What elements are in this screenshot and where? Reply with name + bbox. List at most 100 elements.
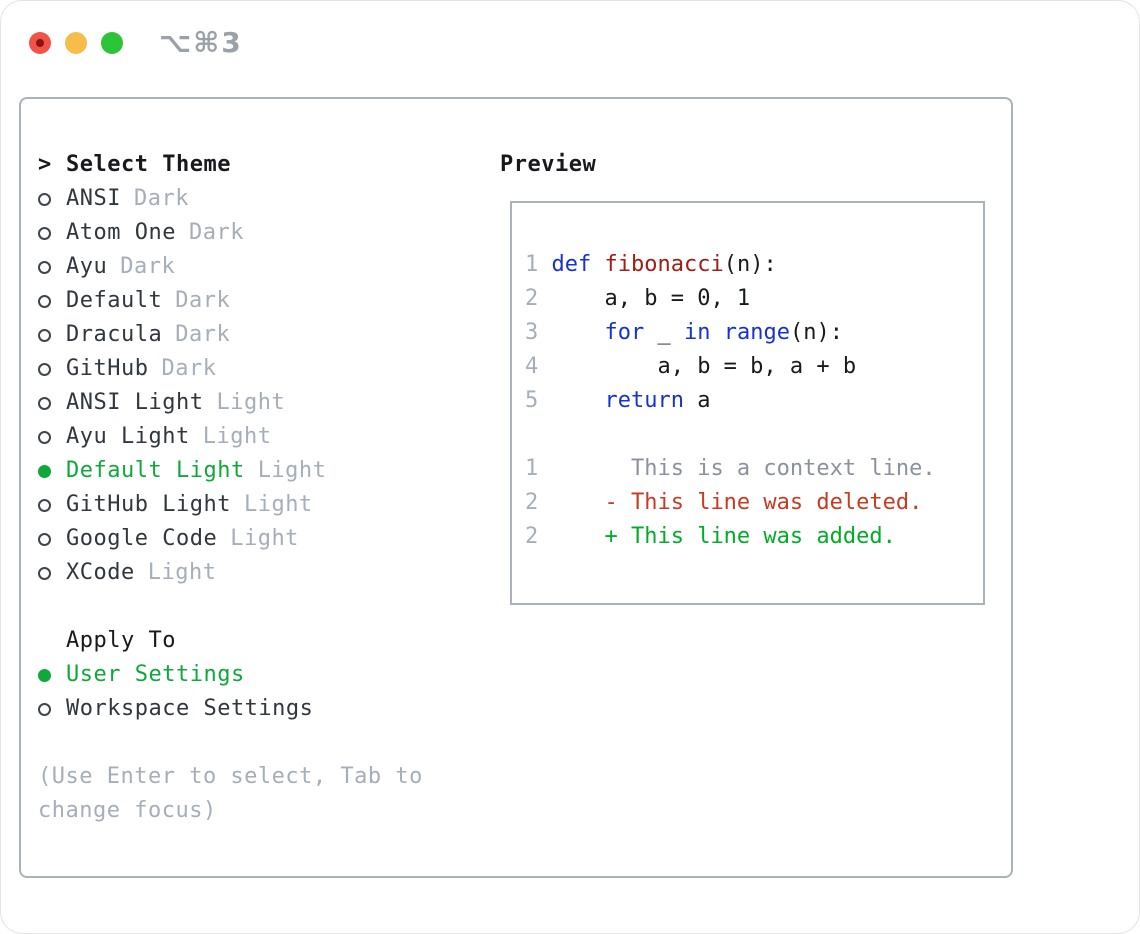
radio-icon [38,192,51,206]
marker [38,260,66,274]
line-number: 4 [525,354,552,379]
code-line: 2 + This line was added. [525,520,973,554]
marker [38,362,66,376]
prompt-icon: > [38,152,52,177]
theme-option-google-code[interactable]: Google Code Light [38,522,478,556]
zoom-button[interactable] [101,31,123,54]
code-span-del: - This line was deleted. [551,490,923,515]
code-span-kw: in [683,320,711,345]
marker [38,702,66,716]
radio-icon [38,532,51,546]
code-span-code [552,320,605,345]
theme-list-title: Select Theme [66,152,231,177]
option-tag: Dark [175,288,231,313]
radio-icon [38,498,51,512]
theme-option-github-light[interactable]: GitHub Light Light [38,488,478,522]
marker [38,668,66,682]
code-line: 2 - This line was deleted. [525,486,973,520]
line-number: 2 [525,524,552,549]
option-tag: Dark [133,186,189,211]
marker [38,226,66,240]
line-number: 3 [525,320,552,345]
option-tag: Dark [188,220,244,245]
code-span-fn: fibonacci [604,252,724,277]
apply-option-workspace-settings[interactable]: Workspace Settings [38,692,478,726]
radio-icon [38,226,51,240]
option-label: Atom One [66,220,176,245]
option-tag: Dark [120,254,176,279]
code-line: 1 def fibonacci(n): [525,248,973,282]
theme-option-dracula[interactable]: Dracula Dark [38,318,478,352]
code-span-kw: range [723,320,790,345]
marker [38,498,66,512]
code-span-ctx: This is a context line. [551,456,936,481]
code-line: 1 This is a context line. [525,452,973,486]
code-span-code: _ [644,320,684,345]
apply-to-title: Apply To [66,628,176,653]
code-span-code [710,320,723,345]
theme-option-default[interactable]: Default Dark [38,284,478,318]
option-label: Dracula [66,322,163,347]
apply-to-header: Apply To [38,624,478,658]
option-label: User Settings [66,662,245,687]
code-span-code: (n): [723,252,777,277]
option-label: GitHub Light [66,492,231,517]
option-tag: Light [216,390,286,415]
code-span-code [552,388,605,413]
code-line: 3 for _ in range(n): [525,316,973,350]
code-span-kw: for [604,320,645,345]
code-span-kw: return [604,388,684,413]
close-button[interactable] [29,31,51,54]
marker [38,532,66,546]
code-span-code: a [683,388,711,413]
marker [38,396,66,410]
code-span-kw: def [551,252,592,277]
marker [38,464,66,478]
marker [38,328,66,342]
theme-list-header: > Select Theme [38,148,478,182]
option-label: Google Code [66,526,218,551]
option-tag: Dark [161,356,217,381]
option-label: Workspace Settings [66,696,314,721]
help-text: (Use Enter to select, Tab to change focu… [38,764,423,823]
apply-option-user-settings[interactable]: User Settings [38,658,478,692]
option-tag: Dark [175,322,231,347]
option-label: Default [66,288,163,313]
titlebar: ⌥⌘3 [29,26,243,59]
code-span-code: a, b = b, a + b [551,354,857,379]
line-number: 2 [525,286,552,311]
code-span-code: (n): [789,320,843,345]
option-tag: Light [243,492,313,517]
option-label: Ayu Light [66,424,190,449]
radio-icon [38,702,51,716]
code-line: 4 a, b = b, a + b [525,350,973,384]
window-title: ⌥⌘3 [159,26,243,59]
code-line: 5 return a [525,384,973,418]
theme-option-atom-one[interactable]: Atom One Dark [38,216,478,250]
option-tag: Light [147,560,217,585]
marker [38,294,66,308]
option-label: ANSI [66,186,121,211]
theme-option-ansi[interactable]: ANSI Dark [38,182,478,216]
marker [38,566,66,580]
code-blank-line [525,418,973,452]
code-span-code [591,252,604,277]
minimize-button[interactable] [65,31,87,54]
option-tag: Light [230,526,299,551]
radio-icon [38,396,51,410]
code-span-add: + This line was added. [551,524,896,549]
code-line: 2 a, b = 0, 1 [525,282,973,316]
radio-icon [38,294,51,308]
